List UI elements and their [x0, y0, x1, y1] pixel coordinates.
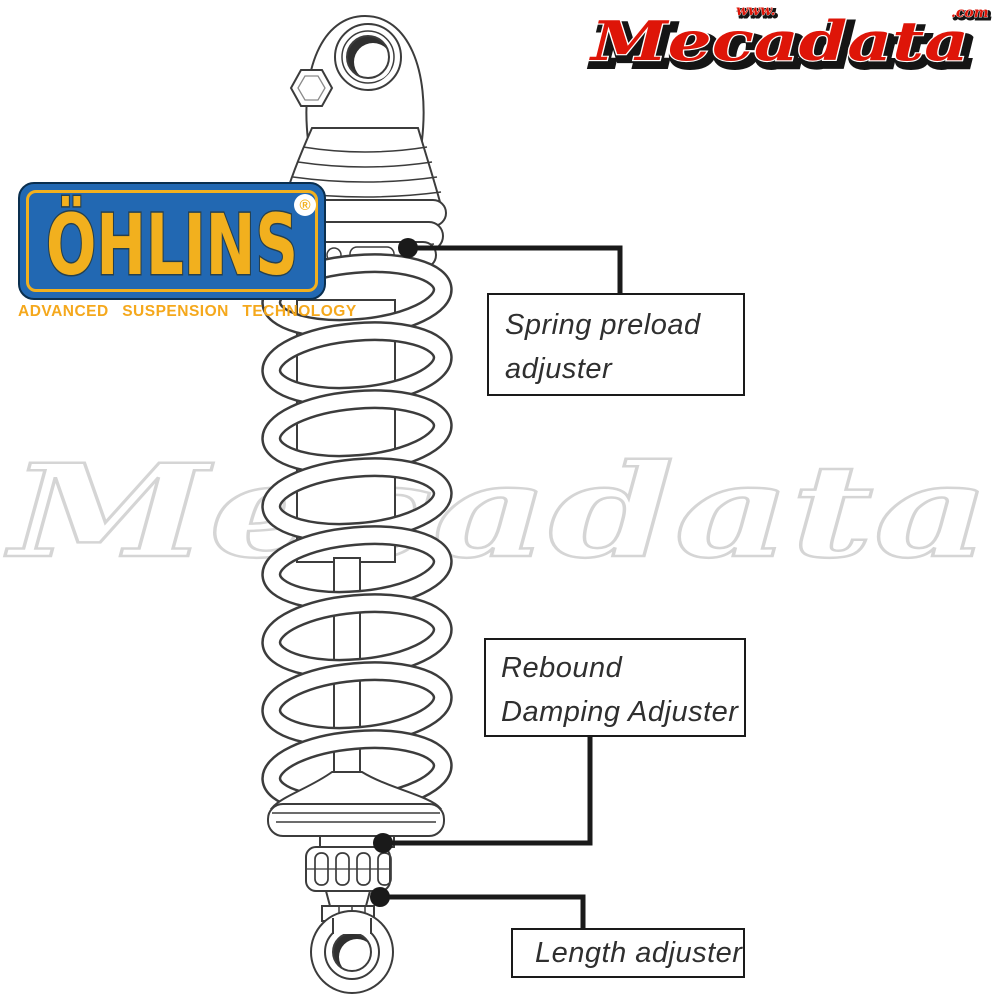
- leader-spring-preload: [408, 245, 623, 293]
- top-eyelet: [334, 23, 402, 91]
- hex-nut: [289, 69, 334, 107]
- callout-text-line: Spring preload: [505, 309, 701, 341]
- ohlins-wordmark: ÖHLINS: [45, 195, 300, 289]
- mecadata-com-shadow: .com: [953, 7, 991, 23]
- callout-rebound-damping-adjuster: Rebound Damping Adjuster: [484, 638, 746, 737]
- bottom-eyelet: [310, 910, 394, 994]
- leader-dots: [370, 238, 418, 907]
- lower-spring-seat: [267, 771, 445, 837]
- ohlins-brand-text: ÖHLINS: [46, 196, 298, 288]
- callout-text-line: Rebound: [501, 652, 623, 684]
- leader-dot-spring-preload: [398, 238, 418, 258]
- ohlins-tagline: ADVANCED SUSPENSION TECHNOLOGY: [18, 303, 357, 320]
- ohlins-logo: ÖHLINS ® ADVANCED SUSPENSION TECHNOLOGY: [18, 182, 357, 321]
- callout-spring-preload-adjuster: Spring preload adjuster: [487, 293, 745, 396]
- mecadata-www-shadow: www.: [738, 5, 778, 21]
- callout-length-adjuster: Length adjuster: [511, 928, 745, 978]
- ribbed-cone: [282, 127, 442, 203]
- leader-rebound: [383, 737, 593, 846]
- mecadata-www-text: www.: [736, 3, 776, 19]
- mecadata-logo: Mecadata Mecadata www. www. .com .com: [587, 3, 992, 82]
- mecadata-com-text: .com: [951, 5, 989, 21]
- leader-dot-rebound: [373, 833, 393, 853]
- registered-trademark-icon: ®: [294, 194, 316, 216]
- ohlins-logo-box: ÖHLINS ®: [18, 182, 326, 300]
- leader-dot-length: [370, 887, 390, 907]
- coil-spring: [261, 253, 453, 815]
- mecadata-shadow-text: Mecadata: [592, 14, 973, 78]
- callout-text-line: adjuster: [505, 353, 613, 385]
- mecadata-watermark: Mecadata: [3, 438, 991, 588]
- leader-lines: [380, 245, 623, 928]
- rebound-adjuster-knob: [305, 835, 395, 892]
- watermark-text: Mecadata: [4, 438, 990, 587]
- callout-text-line: Damping Adjuster: [501, 696, 739, 728]
- leader-length: [380, 894, 586, 928]
- callout-text-line: Length adjuster: [535, 936, 743, 969]
- mecadata-main-text: Mecadata: [588, 9, 969, 73]
